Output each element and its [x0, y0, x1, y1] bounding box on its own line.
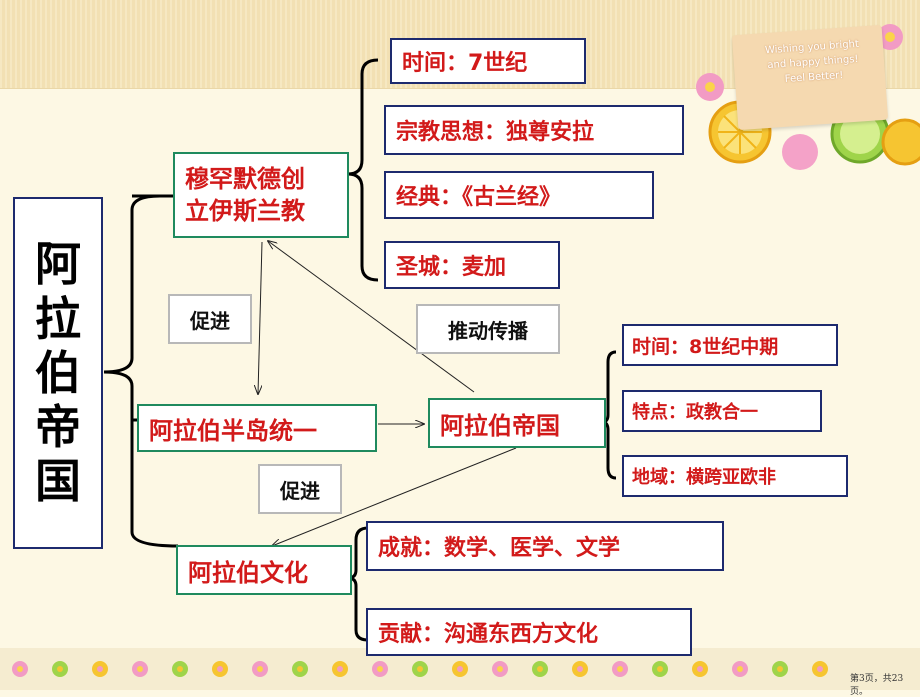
religion-detail-doctrine-text: 宗教思想：独尊安拉 — [396, 120, 595, 145]
title-char-1: 阿 — [35, 237, 81, 292]
node-peninsula-unification: 阿拉伯半岛统一 — [137, 404, 377, 452]
empire-detail-feature: 特点：政教合一 — [622, 390, 822, 432]
religion-detail-time-text: 时间：7世纪 — [402, 51, 528, 76]
empire-detail-territory: 地域：横跨亚欧非 — [622, 455, 848, 497]
religion-detail-holy-city-text: 圣城：麦加 — [396, 255, 507, 280]
flower-row — [12, 661, 828, 677]
node-arab-culture: 阿拉伯文化 — [176, 545, 352, 595]
node-peninsula-label: 阿拉伯半岛统一 — [149, 416, 317, 445]
relation-spread: 推动传播 — [416, 304, 560, 354]
title-char-3: 伯 — [35, 345, 81, 400]
node-culture-label: 阿拉伯文化 — [188, 558, 308, 587]
relation-spread-text: 推动传播 — [448, 318, 528, 343]
culture-detail-contribution: 贡献：沟通东西方文化 — [366, 608, 692, 656]
arrow-empire-to-culture — [272, 447, 517, 546]
page-number: 第3页，共23页。 — [850, 674, 904, 697]
empire-detail-time-text: 时间：8世纪中期 — [632, 335, 779, 358]
node-muhammad-islam: 穆罕默德创 立伊斯兰教 — [173, 152, 349, 238]
title-char-4: 帝 — [35, 400, 81, 455]
node-muhammad-line-1: 穆罕默德创 — [185, 165, 305, 193]
empire-detail-time: 时间：8世纪中期 — [622, 324, 838, 366]
relation-promote-1: 促进 — [168, 294, 252, 344]
religion-detail-doctrine: 宗教思想：独尊安拉 — [384, 105, 684, 155]
flower-border — [12, 661, 828, 677]
node-arab-empire: 阿拉伯帝国 — [428, 398, 606, 448]
arrow-empire-to-religion — [268, 241, 475, 393]
religion-bracket — [347, 58, 379, 282]
culture-detail-achievement: 成就：数学、医学、文学 — [366, 521, 724, 571]
main-title-box: 阿 拉 伯 帝 国 — [13, 197, 103, 549]
empire-detail-feature-text: 特点：政教合一 — [632, 402, 758, 423]
node-empire-label: 阿拉伯帝国 — [440, 411, 560, 440]
empire-detail-territory-text: 地域：横跨亚欧非 — [632, 467, 776, 488]
main-bracket — [103, 194, 179, 548]
religion-detail-scripture: 经典：《古兰经》 — [384, 171, 654, 219]
relation-promote-2-text: 促进 — [280, 478, 320, 503]
relation-promote-2: 促进 — [258, 464, 342, 514]
religion-detail-scripture-text: 经典：《古兰经》 — [396, 185, 562, 210]
relation-promote-1-text: 促进 — [190, 308, 230, 333]
title-char-2: 拉 — [35, 291, 81, 346]
node-muhammad-line-2: 立伊斯兰教 — [185, 197, 305, 225]
religion-detail-holy-city: 圣城：麦加 — [384, 241, 560, 289]
title-char-5: 国 — [35, 454, 81, 509]
culture-detail-contribution-text: 贡献：沟通东西方文化 — [378, 622, 599, 647]
culture-detail-achievement-text: 成就：数学、医学、文学 — [378, 536, 621, 561]
religion-detail-time: 时间：7世纪 — [390, 38, 586, 84]
arrow-religion-to-unify — [258, 241, 263, 394]
